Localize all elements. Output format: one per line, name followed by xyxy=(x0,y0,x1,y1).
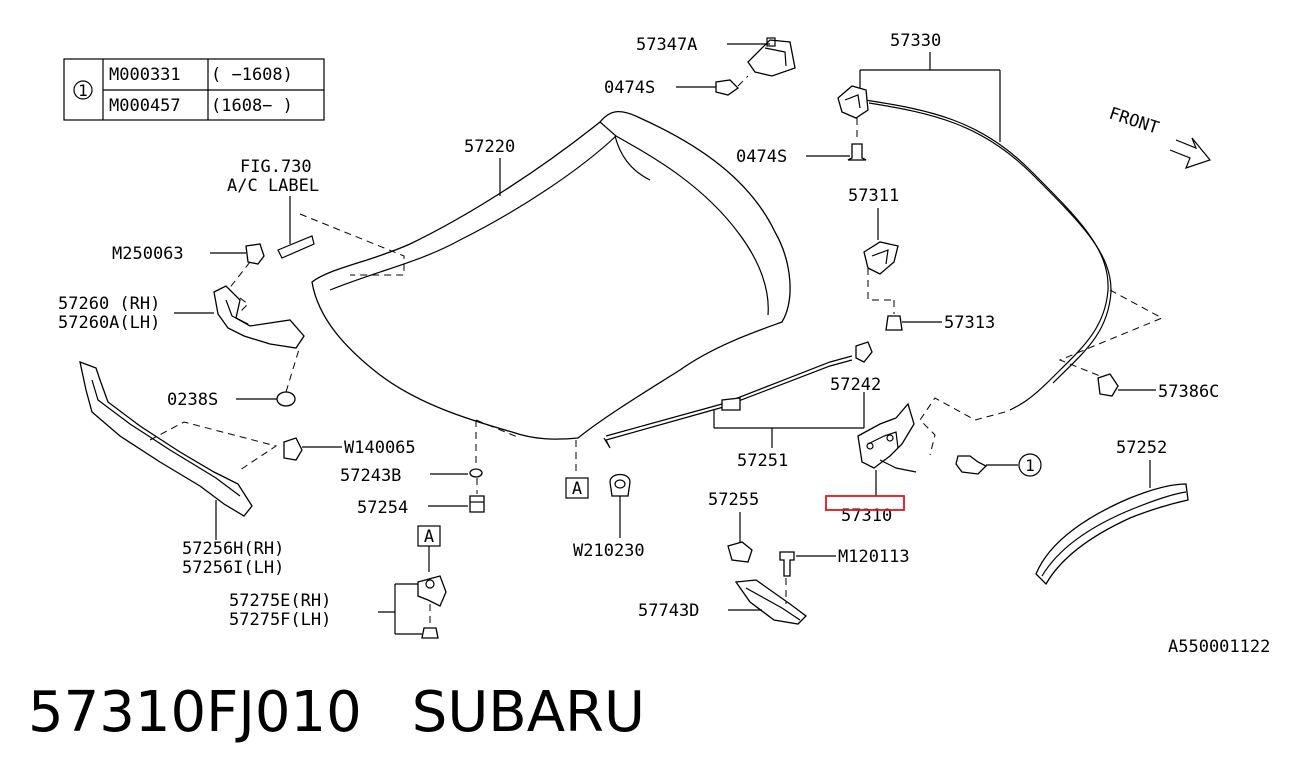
label-57260a-lh: 57260A(LH) xyxy=(58,313,160,333)
part-57251-rod: 57251 xyxy=(603,355,865,471)
brand-name: SUBARU xyxy=(411,680,645,745)
label-front: FRONT xyxy=(1106,104,1161,139)
part-57311: 57311 xyxy=(848,186,899,301)
release-cable xyxy=(864,99,1164,456)
ref-a-box-1: A xyxy=(565,440,589,499)
part-57313: 57313 xyxy=(885,300,995,333)
label-57260-rh: 57260 (RH) xyxy=(58,294,160,314)
part-57252-seal: 57252 xyxy=(1035,438,1189,586)
label-57313: 57313 xyxy=(944,313,995,333)
label-57243B: 57243B xyxy=(340,466,401,486)
label-M250063: M250063 xyxy=(112,244,184,264)
label-57220: 57220 xyxy=(464,137,515,157)
diagram-id: A550001122 xyxy=(1168,637,1270,657)
label-fig730: FIG.730 xyxy=(240,157,312,177)
version-table: 1 M000331 ( −1608) M000457 (1608− ) xyxy=(63,58,325,121)
label-57255: 57255 xyxy=(708,490,759,510)
part-57743D: 57743D xyxy=(638,578,807,625)
hood-panel xyxy=(311,111,791,440)
label-0474S-top: 0474S xyxy=(604,78,655,98)
label-57251: 57251 xyxy=(737,451,788,471)
label-57743D: 57743D xyxy=(638,601,699,621)
part-0238S: 0238S xyxy=(167,345,301,410)
label-W210230: W210230 xyxy=(573,541,645,561)
part-0474S-top: 0474S xyxy=(604,75,749,98)
part-57310-hood-lock: 57310 xyxy=(825,402,917,526)
label-57310: 57310 xyxy=(841,506,892,526)
label-57330: 57330 xyxy=(890,31,941,51)
part-bolt-1: 1 xyxy=(955,453,1042,477)
table-code-1: M000331 xyxy=(109,65,181,85)
part-57220: 57220 xyxy=(464,137,515,196)
part-57242: 57242 xyxy=(830,341,881,395)
part-57260-hinge: 57260 (RH) 57260A(LH) xyxy=(58,285,305,349)
label-57275e-rh: 57275E(RH) xyxy=(229,591,331,611)
highlight-box xyxy=(825,495,905,511)
label-M120113: M120113 xyxy=(838,547,910,567)
part-W140065: W140065 xyxy=(283,437,416,461)
ref-a-box-2: A xyxy=(417,525,441,572)
part-57254: 57254 xyxy=(357,478,485,518)
label-57311: 57311 xyxy=(848,186,899,206)
part-57386C: 57386C xyxy=(1097,373,1219,402)
label-W140065: W140065 xyxy=(344,438,416,458)
version-marker: 1 xyxy=(78,81,88,100)
part-M250063: M250063 xyxy=(112,243,265,291)
ac-label-sticker: FIG.730 A/C LABEL xyxy=(227,157,405,276)
part-M120113: M120113 xyxy=(779,547,910,577)
label-57256i-lh: 57256I(LH) xyxy=(182,558,284,578)
part-57275: 57275E(RH) 57275F(LH) xyxy=(229,575,447,639)
label-0474S-mid: 0474S xyxy=(736,147,787,167)
label-0238S: 0238S xyxy=(167,390,218,410)
part-number: 57310FJ010 xyxy=(28,680,362,745)
label-57347A: 57347A xyxy=(636,35,697,55)
label-57242: 57242 xyxy=(830,375,881,395)
label-marker-1: 1 xyxy=(1025,456,1035,475)
part-W210230: W210230 xyxy=(573,473,645,561)
part-57255: 57255 xyxy=(708,490,759,563)
label-ref-a-2: A xyxy=(424,527,434,547)
footer-title: 57310FJ010 SUBARU xyxy=(28,680,645,745)
label-57252: 57252 xyxy=(1116,438,1167,458)
label-57275f-lh: 57275F(LH) xyxy=(229,610,331,630)
version-1-circle xyxy=(1018,453,1042,477)
part-57330: 57330 xyxy=(837,31,1001,142)
table-code-2: M000457 xyxy=(109,96,181,116)
version-marker-circle xyxy=(73,80,93,100)
table-range-1: ( −1608) xyxy=(211,65,293,85)
part-57347A: 57347A xyxy=(636,35,796,77)
label-57256h-rh: 57256H(RH) xyxy=(182,539,284,559)
part-57243B: 57243B xyxy=(340,419,521,486)
part-0474S-mid: 0474S xyxy=(736,118,867,167)
label-ac-label: A/C LABEL xyxy=(227,176,319,196)
front-arrow: FRONT xyxy=(1106,104,1212,169)
table-range-2: (1608− ) xyxy=(211,96,293,116)
part-57256-seal: 57256H(RH) 57256I(LH) xyxy=(79,360,284,578)
label-57254: 57254 xyxy=(357,498,408,518)
label-57386C: 57386C xyxy=(1158,382,1219,402)
label-ref-a-1: A xyxy=(572,479,582,499)
